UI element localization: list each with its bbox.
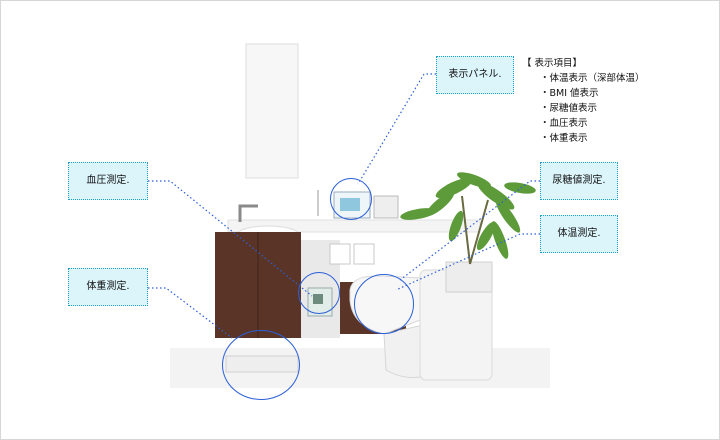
display-panel-callout: 表示パネル. <box>436 56 514 94</box>
paper-holder-2 <box>353 243 375 265</box>
plant-pot <box>445 261 493 293</box>
leader-weight <box>148 287 233 339</box>
faucet <box>238 204 258 222</box>
leader-temp <box>395 233 540 291</box>
display-item: ・血圧表示 <box>540 118 588 129</box>
toilet-sensor-highlight-circle <box>354 274 414 334</box>
urine-sugar-callout: 尿糖値測定. <box>540 162 618 200</box>
body-temperature-callout: 体温測定. <box>540 215 618 253</box>
blood-pressure-highlight-circle <box>298 272 340 314</box>
control-panel <box>373 195 399 219</box>
leader-display <box>357 73 436 185</box>
paper-holder-1 <box>329 243 351 265</box>
scale-highlight-circle <box>222 330 300 400</box>
plant-leaves <box>400 172 536 265</box>
display-items-list: 【 表示項目】 ・体温表示（深部体温） ・BMI 値表示 ・尿糖値表示 ・血圧表… <box>522 56 645 146</box>
mirror <box>245 43 299 179</box>
display-panel-highlight-circle <box>330 178 372 220</box>
display-item: ・体重表示 <box>540 133 588 144</box>
display-item: ・BMI 値表示 <box>540 88 599 99</box>
display-items-header: 【 表示項目】 <box>522 58 583 69</box>
display-item: ・尿糖値表示 <box>540 103 598 114</box>
display-item: ・体温表示（深部体温） <box>540 73 645 84</box>
weight-callout: 体重測定. <box>68 268 148 306</box>
leader-lines <box>148 73 540 339</box>
blood-pressure-callout: 血圧測定. <box>68 162 148 200</box>
